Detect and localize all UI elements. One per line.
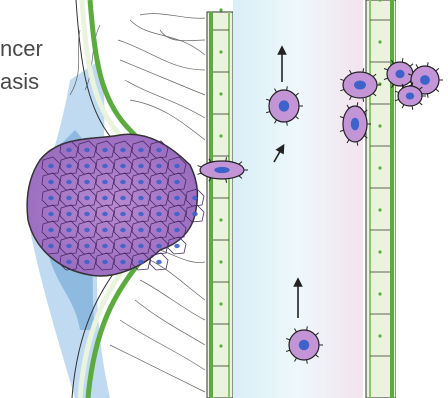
tumor-mass (27, 134, 204, 276)
vessel-wall-right (366, 0, 396, 398)
vessel-wall-left (207, 12, 233, 398)
outer-tissue (396, 0, 448, 398)
